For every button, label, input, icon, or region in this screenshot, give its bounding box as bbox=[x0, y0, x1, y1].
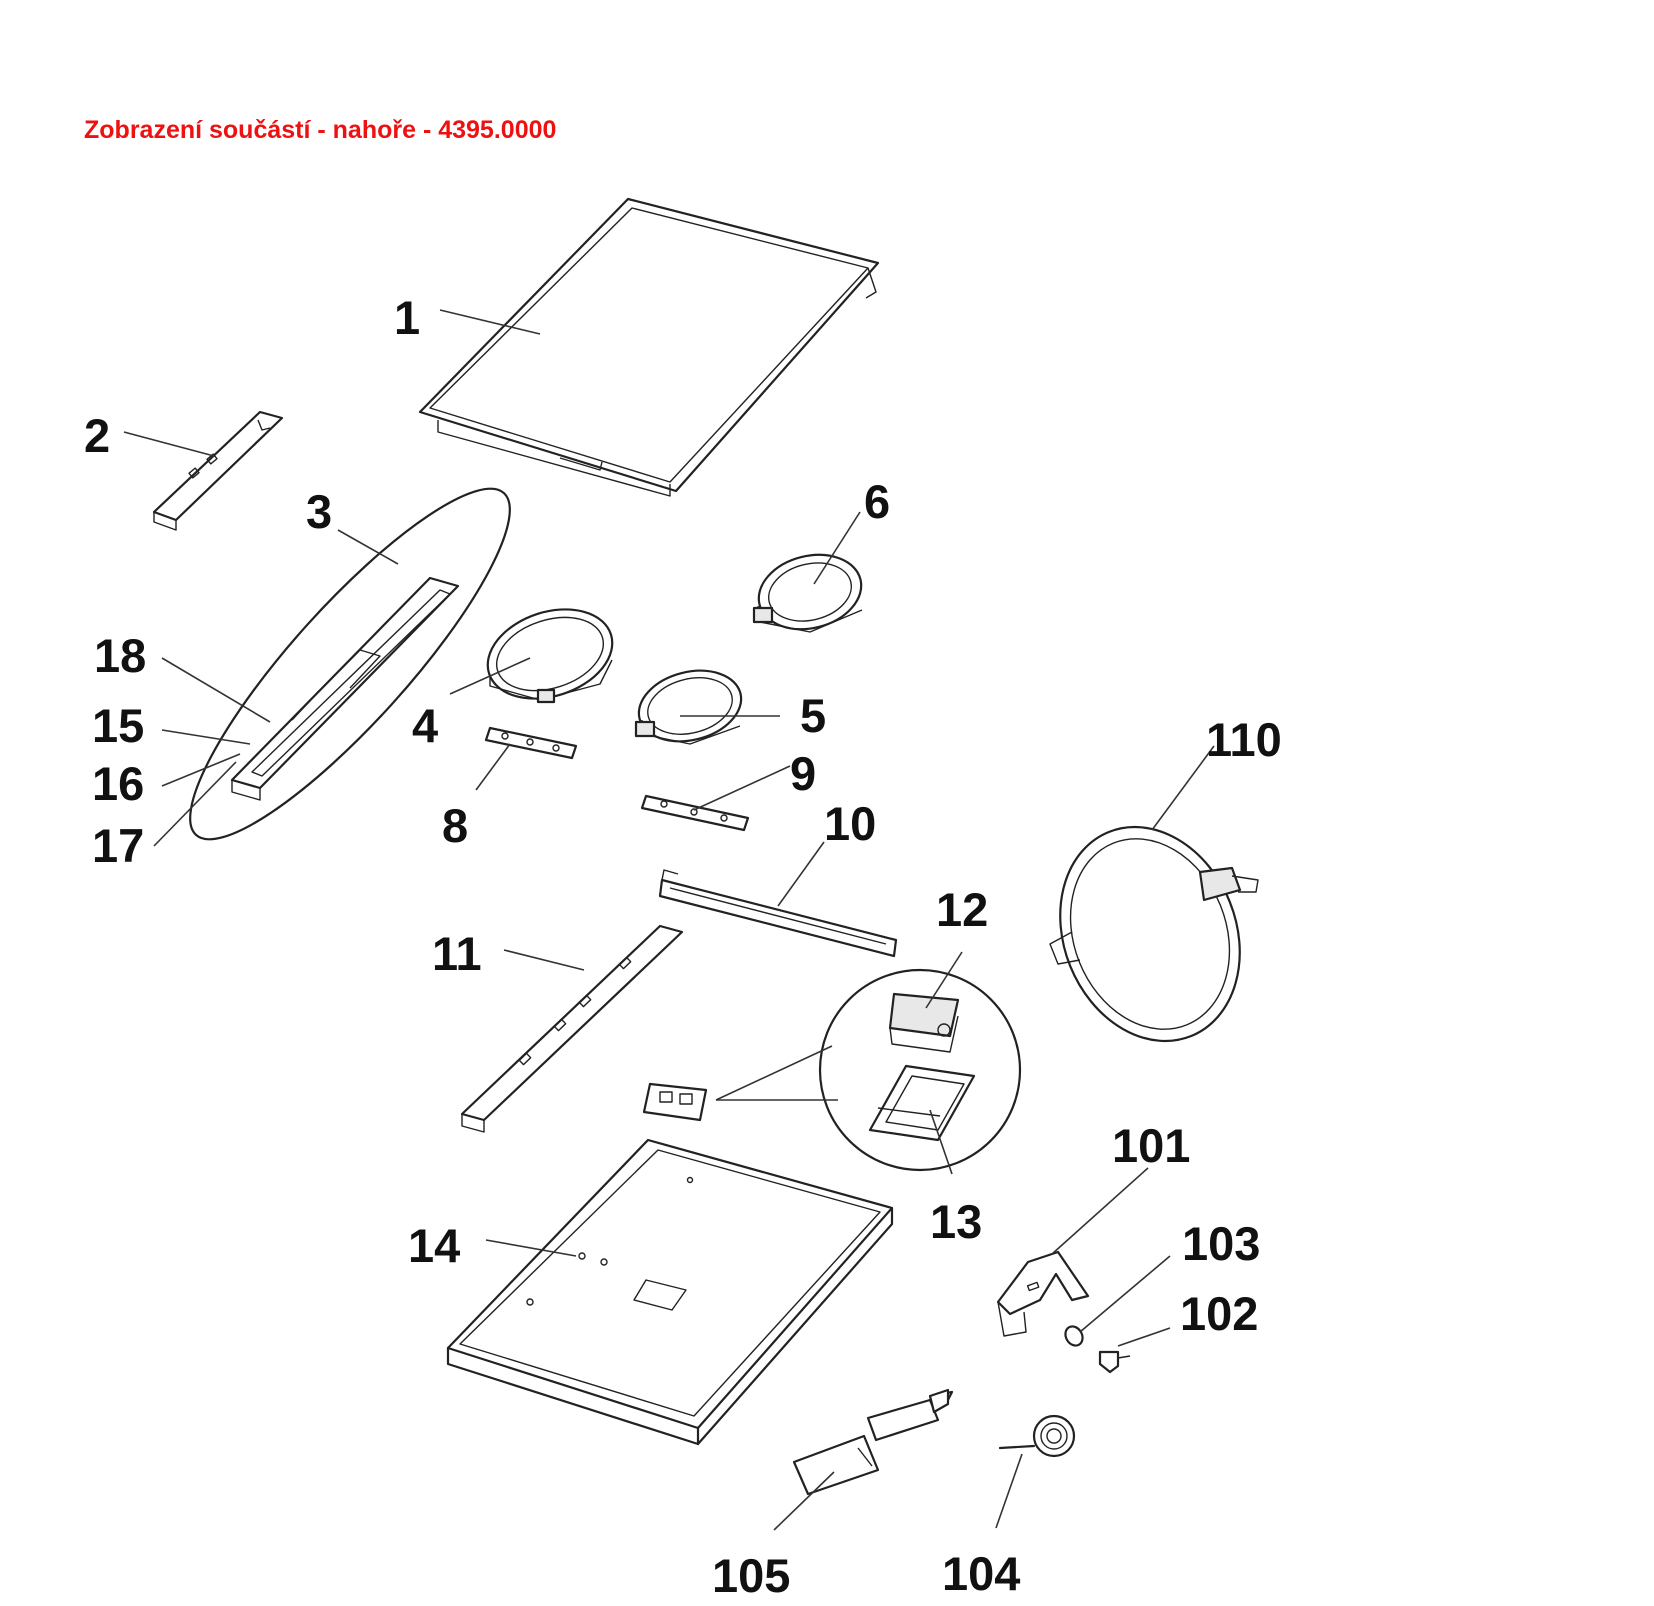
part-102-screw[interactable] bbox=[1098, 1350, 1131, 1374]
callout-8: 8 bbox=[442, 799, 468, 852]
callout-6: 6 bbox=[864, 475, 890, 528]
part-13-circuit-board[interactable] bbox=[868, 1064, 976, 1142]
part-8-strip[interactable] bbox=[484, 726, 578, 760]
part-9-strip[interactable] bbox=[640, 794, 750, 832]
callout-5: 5 bbox=[800, 689, 826, 742]
part-12-13-pcb-detail[interactable] bbox=[642, 968, 1022, 1172]
part-3-control-panel[interactable] bbox=[153, 454, 547, 873]
callout-17: 17 bbox=[92, 819, 144, 872]
leader-lines bbox=[123, 309, 1215, 1531]
callout-14: 14 bbox=[408, 1219, 460, 1272]
callout-16: 16 bbox=[92, 757, 144, 810]
callout-11: 11 bbox=[432, 927, 482, 980]
part-1-glass-top[interactable] bbox=[418, 197, 880, 497]
part-4-heating-element-large[interactable] bbox=[476, 594, 624, 713]
callout-103: 103 bbox=[1182, 1217, 1260, 1270]
page-title: Zobrazení součástí - nahoře - 4395.0000 bbox=[84, 116, 557, 144]
part-5-heating-element-medium[interactable] bbox=[631, 660, 748, 751]
callout-2: 2 bbox=[84, 409, 110, 462]
callout-9: 9 bbox=[790, 747, 816, 800]
callout-13: 13 bbox=[930, 1195, 982, 1248]
part-12-relay-module[interactable] bbox=[888, 992, 960, 1053]
callout-1: 1 bbox=[394, 291, 420, 344]
callout-15: 15 bbox=[92, 699, 144, 752]
part-104-spring-clip[interactable] bbox=[998, 1414, 1076, 1458]
callout-3: 3 bbox=[306, 485, 332, 538]
part-103-washer[interactable] bbox=[1062, 1323, 1086, 1348]
callout-101: 101 bbox=[1112, 1119, 1190, 1172]
callout-105: 105 bbox=[712, 1549, 790, 1602]
part-101-mounting-bracket[interactable] bbox=[996, 1250, 1090, 1337]
part-6-heating-element-small[interactable] bbox=[751, 544, 869, 639]
callout-4: 4 bbox=[412, 699, 438, 752]
part-11-support-bar[interactable] bbox=[460, 924, 684, 1133]
callout-18: 18 bbox=[94, 629, 146, 682]
part-105-scraper[interactable] bbox=[792, 1388, 954, 1496]
callout-12: 12 bbox=[936, 883, 988, 936]
part-10-support-bar[interactable] bbox=[658, 869, 898, 958]
part-14-bottom-housing[interactable] bbox=[446, 1138, 894, 1446]
callout-102: 102 bbox=[1180, 1287, 1258, 1340]
callout-10: 10 bbox=[824, 797, 876, 850]
callout-104: 104 bbox=[942, 1547, 1020, 1600]
callout-110: 110 bbox=[1206, 713, 1282, 766]
part-110-heating-element[interactable] bbox=[1029, 800, 1271, 1068]
part-2-bracket[interactable] bbox=[152, 410, 284, 531]
